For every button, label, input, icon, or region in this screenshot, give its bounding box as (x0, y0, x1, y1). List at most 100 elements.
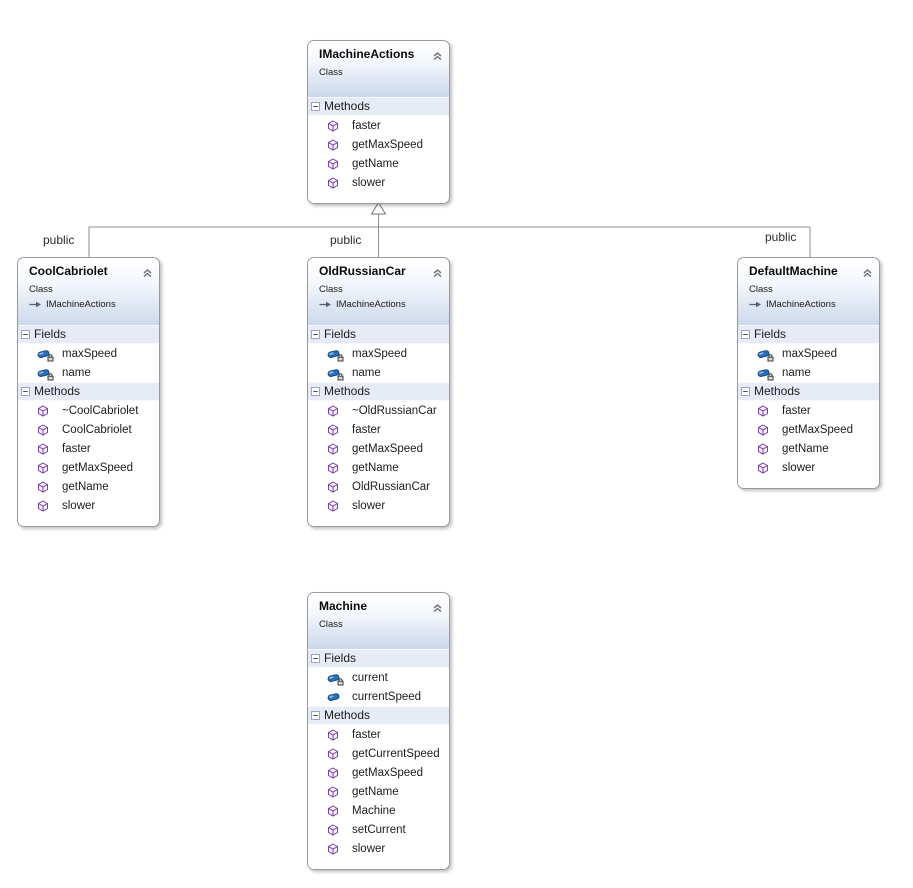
class-header[interactable]: OldRussianCar Class IMachineActions (308, 258, 449, 325)
member-name: faster (352, 423, 381, 436)
member-row-method[interactable]: getMaxSpeed (738, 420, 879, 439)
member-row-method[interactable]: slower (308, 496, 449, 515)
section-header-fields[interactable]: Fields (308, 649, 449, 668)
section-label-methods: Methods (34, 384, 81, 398)
member-row-field[interactable]: name (18, 363, 159, 382)
method-icon (327, 461, 340, 474)
class-header[interactable]: DefaultMachine Class IMachineActions (738, 258, 879, 325)
box-footer (308, 192, 449, 203)
class-box-oldrussiancar[interactable]: OldRussianCar Class IMachineActions Fiel… (307, 257, 450, 527)
collapse-minus-icon[interactable] (21, 387, 30, 396)
member-row-method[interactable]: CoolCabriolet (18, 420, 159, 439)
member-row-field[interactable]: name (308, 363, 449, 382)
method-icon (327, 785, 340, 798)
member-row-method[interactable]: slower (738, 458, 879, 477)
member-row-method[interactable]: slower (18, 496, 159, 515)
member-row-field[interactable]: currentSpeed (308, 687, 449, 706)
inheritance-label-right: public (765, 230, 797, 244)
collapse-minus-icon[interactable] (311, 654, 320, 663)
member-row-method[interactable]: ~CoolCabriolet (18, 401, 159, 420)
member-row-method[interactable]: getName (308, 782, 449, 801)
member-row-method[interactable]: slower (308, 173, 449, 192)
field-icon (327, 691, 341, 703)
member-row-method[interactable]: getMaxSpeed (18, 458, 159, 477)
collapse-minus-icon[interactable] (311, 330, 320, 339)
section-header-methods[interactable]: Methods (308, 97, 449, 116)
member-row-method[interactable]: getName (738, 439, 879, 458)
member-row-method[interactable]: faster (308, 725, 449, 744)
member-row-field[interactable]: name (738, 363, 879, 382)
section-header-fields[interactable]: Fields (18, 325, 159, 344)
class-header[interactable]: Machine Class (308, 593, 449, 649)
member-row-method[interactable]: slower (308, 839, 449, 858)
member-row-method[interactable]: getName (308, 154, 449, 173)
section-header-fields[interactable]: Fields (308, 325, 449, 344)
collapse-chevron-icon[interactable] (862, 265, 873, 283)
member-name: getName (352, 785, 399, 798)
collapse-minus-icon[interactable] (741, 330, 750, 339)
class-kind-label: Class (29, 284, 53, 295)
method-icon (37, 404, 50, 417)
member-row-method[interactable]: faster (738, 401, 879, 420)
member-row-method[interactable]: getMaxSpeed (308, 439, 449, 458)
collapse-minus-icon[interactable] (311, 387, 320, 396)
member-row-method[interactable]: getCurrentSpeed (308, 744, 449, 763)
method-icon (327, 119, 340, 132)
class-header[interactable]: IMachineActions Class (308, 41, 449, 97)
member-row-method[interactable]: getMaxSpeed (308, 763, 449, 782)
method-icon (757, 404, 770, 417)
member-row-method[interactable]: OldRussianCar (308, 477, 449, 496)
section-header-fields[interactable]: Fields (738, 325, 879, 344)
member-row-method[interactable]: getName (308, 458, 449, 477)
section-label-methods: Methods (754, 384, 801, 398)
box-footer (18, 515, 159, 526)
member-row-method[interactable]: faster (308, 116, 449, 135)
method-icon (327, 176, 340, 189)
member-name: name (352, 366, 381, 379)
collapse-chevron-icon[interactable] (432, 265, 443, 283)
member-row-method[interactable]: getMaxSpeed (308, 135, 449, 154)
member-row-method[interactable]: faster (18, 439, 159, 458)
member-row-field[interactable]: maxSpeed (308, 344, 449, 363)
section-header-methods[interactable]: Methods (308, 382, 449, 401)
section-header-methods[interactable]: Methods (738, 382, 879, 401)
class-box-machine[interactable]: Machine Class Fields current currentSpee… (307, 592, 450, 870)
class-box-imachineactions[interactable]: IMachineActions Class Methods faster get… (307, 40, 450, 204)
member-row-field[interactable]: maxSpeed (18, 344, 159, 363)
collapse-minus-icon[interactable] (741, 387, 750, 396)
collapse-minus-icon[interactable] (311, 711, 320, 720)
section-label-fields: Fields (324, 651, 357, 665)
method-icon (327, 404, 340, 417)
member-row-method[interactable]: setCurrent (308, 820, 449, 839)
collapse-chevron-icon[interactable] (432, 600, 443, 618)
member-row-method[interactable]: getName (18, 477, 159, 496)
member-row-method[interactable]: faster (308, 420, 449, 439)
collapse-chevron-icon[interactable] (432, 48, 443, 66)
private-field-icon (37, 348, 54, 361)
member-row-method[interactable]: Machine (308, 801, 449, 820)
section-header-methods[interactable]: Methods (308, 706, 449, 725)
section-label-fields: Fields (34, 327, 67, 341)
implements-name: IMachineActions (46, 299, 116, 310)
class-header[interactable]: CoolCabriolet Class IMachineActions (18, 258, 159, 325)
realize-arrow-icon (29, 300, 42, 309)
member-row-method[interactable]: ~OldRussianCar (308, 401, 449, 420)
member-name: getMaxSpeed (782, 423, 853, 436)
realize-arrow-icon (749, 300, 762, 309)
collapse-minus-icon[interactable] (21, 330, 30, 339)
method-icon (327, 442, 340, 455)
member-name: slower (352, 842, 386, 855)
member-row-field[interactable]: maxSpeed (738, 344, 879, 363)
member-name: faster (62, 442, 91, 455)
class-box-defaultmachine[interactable]: DefaultMachine Class IMachineActions Fie… (737, 257, 880, 489)
member-name: getMaxSpeed (352, 766, 423, 779)
section-label-methods: Methods (324, 99, 371, 113)
member-name: setCurrent (352, 823, 406, 836)
class-box-coolcabriolet[interactable]: CoolCabriolet Class IMachineActions Fiel… (17, 257, 160, 527)
collapse-chevron-icon[interactable] (142, 265, 153, 283)
inheritance-triangle-icon (370, 201, 387, 215)
member-row-field[interactable]: current (308, 668, 449, 687)
section-header-methods[interactable]: Methods (18, 382, 159, 401)
collapse-minus-icon[interactable] (311, 102, 320, 111)
